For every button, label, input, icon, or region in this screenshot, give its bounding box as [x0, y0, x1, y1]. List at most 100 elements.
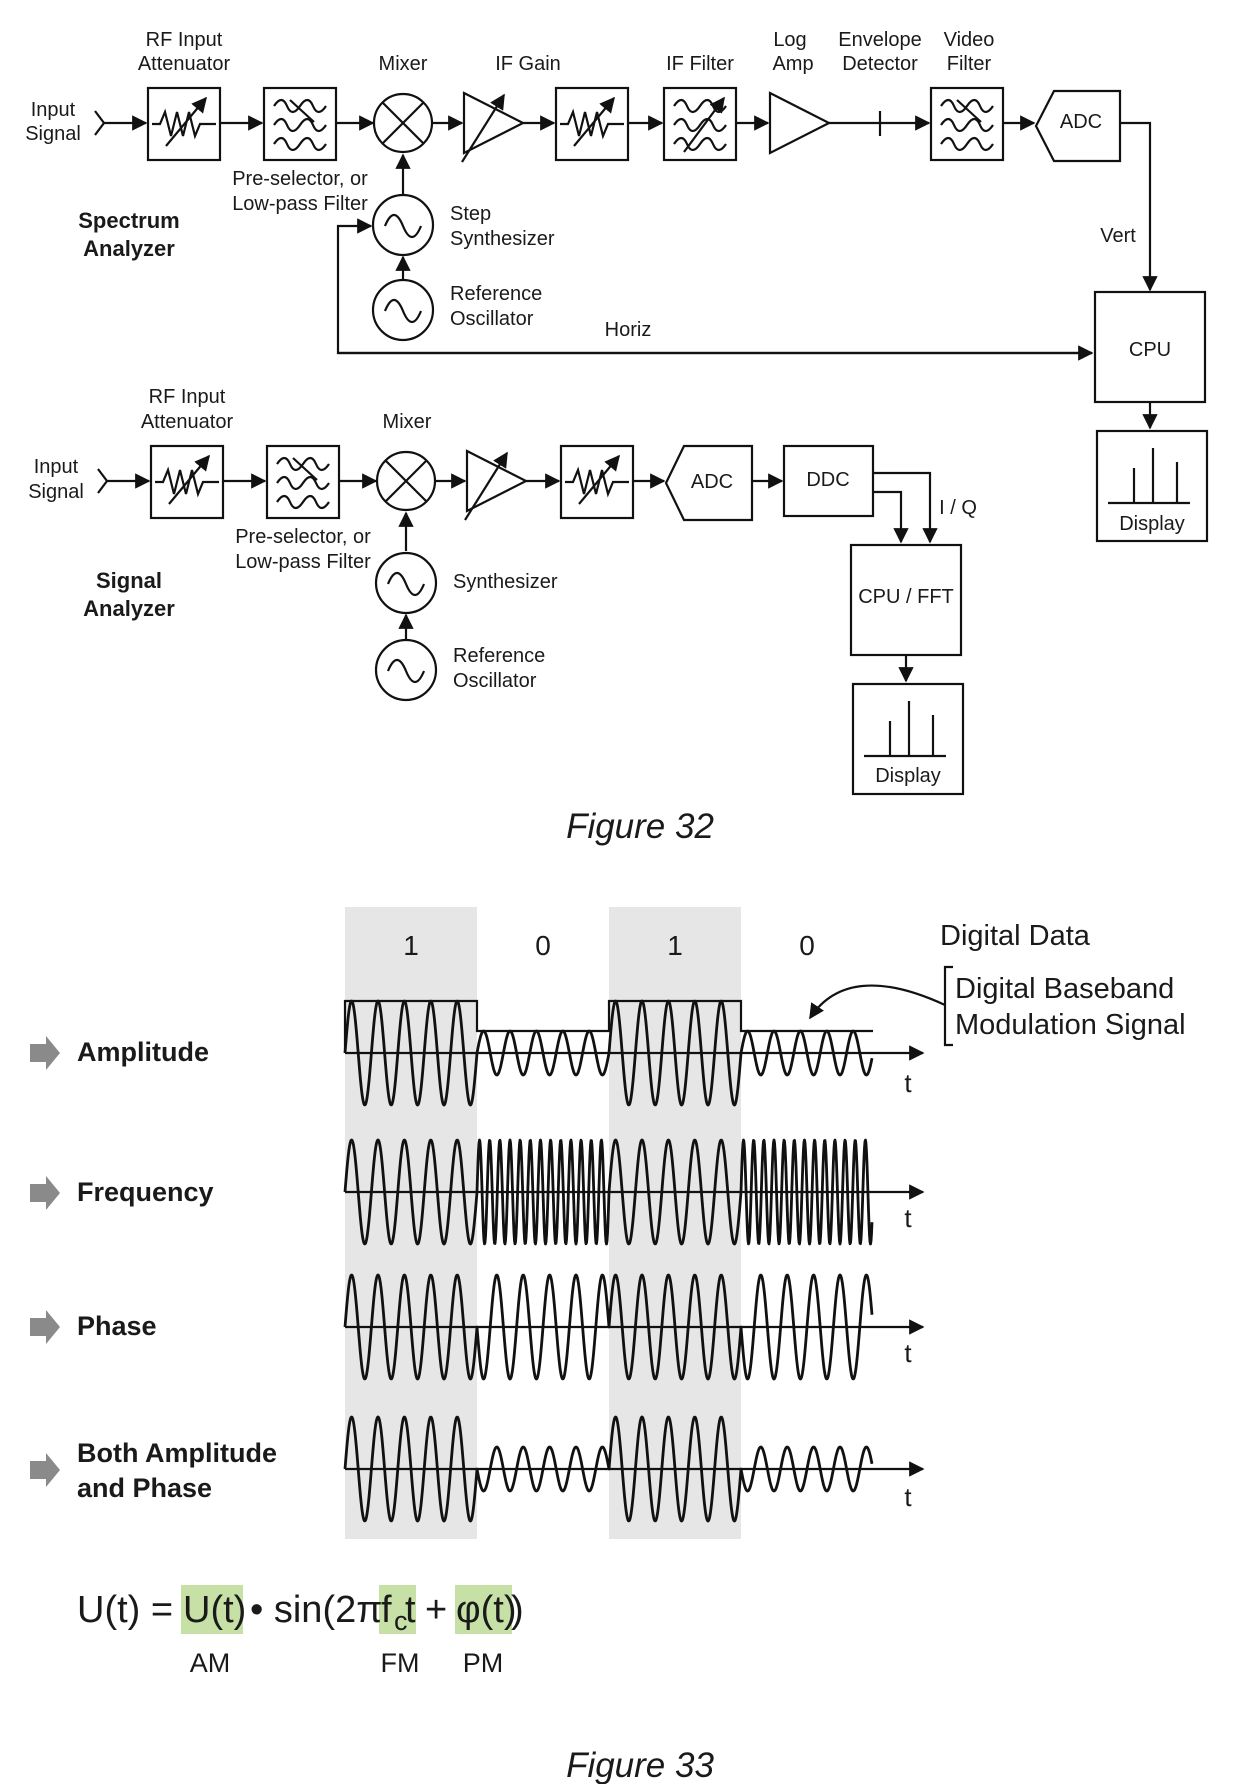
signal-ddc-label: DDC: [806, 469, 849, 491]
signal-iq-label: I / Q: [939, 497, 977, 519]
signal-input-label: Input: [34, 456, 79, 478]
signal-rf-attenuator-label-2: Attenuator: [141, 411, 234, 433]
bit-label: 0: [535, 930, 551, 961]
spectrum-step-synth-label: Step: [450, 203, 491, 225]
bit-label: 0: [799, 930, 815, 961]
equation-sin: • sin(2π: [250, 1589, 382, 1631]
spectrum-filter-wave-1: [273, 98, 327, 114]
spectrum-if-filter-label: IF Filter: [666, 53, 734, 75]
amplitude-waveform: [343, 999, 874, 1107]
phase-waveform: [343, 1273, 874, 1381]
signal-ref-osc-label-2: Oscillator: [453, 670, 537, 692]
equation-plus: +: [425, 1589, 447, 1631]
amplitude-label: Amplitude: [77, 1037, 209, 1067]
bit-label: 1: [403, 930, 419, 961]
signal-ref-osc-label: Reference: [453, 645, 545, 667]
frequency-label: Frequency: [77, 1177, 214, 1207]
spectrum-input-label-2: Signal: [25, 123, 81, 145]
baseband-bracket: [943, 965, 953, 1047]
signal-analyzer-title: Signal: [96, 568, 162, 593]
phase-t-label: t: [904, 1338, 912, 1368]
spectrum-rf-attenuator-label-2: Attenuator: [138, 53, 231, 75]
signal-analyzer-title-2: Analyzer: [83, 596, 175, 621]
digital-data-label: Digital Data: [940, 920, 1091, 952]
equation-am-label: AM: [190, 1648, 231, 1678]
phase-label: Phase: [77, 1311, 157, 1341]
spectrum-attenuator-resistor: [152, 108, 216, 140]
signal-i-wire: [873, 490, 909, 544]
spectrum-ref-osc-label-2: Oscillator: [450, 308, 534, 330]
equation-pm-label: PM: [463, 1648, 504, 1678]
spectrum-ref-osc-label: Reference: [450, 283, 542, 305]
signal-rf-attenuator-label: RF Input: [149, 386, 226, 408]
spectrum-envelope-detector-label-2: Detector: [842, 53, 918, 75]
spectrum-mixer-label: Mixer: [379, 53, 428, 75]
phase-arrow-icon: [30, 1310, 60, 1344]
signal-cpu-fft-label: CPU / FFT: [858, 586, 954, 608]
figure-32-caption: Figure 32: [566, 807, 714, 846]
spectrum-cpu-label: CPU: [1129, 339, 1171, 361]
signal-input-label-2: Signal: [28, 481, 84, 503]
spectrum-envelope-detector-label: Envelope: [838, 29, 921, 51]
equation-pm-term: φ(t): [456, 1589, 517, 1631]
both-amplitude-phase-label-2: and Phase: [77, 1473, 212, 1503]
signal-preselector-label: Pre-selector, or: [235, 526, 371, 548]
baseband-label-2: Modulation Signal: [955, 1009, 1186, 1041]
signal-analyzer-diagram: Input Signal RF Input Attenuator Mixer P…: [28, 386, 977, 796]
figure-33-caption: Figure 33: [566, 1746, 714, 1784]
spectrum-horiz-label: Horiz: [605, 319, 652, 341]
equation-fc-subscript: c: [394, 1606, 408, 1636]
signal-adc-label: ADC: [691, 471, 733, 493]
spectrum-analyzer-title: Spectrum: [78, 208, 179, 233]
equation-am-term: U(t): [183, 1589, 246, 1631]
pm-highlight: [455, 1585, 512, 1634]
signal-preselector-label-2: Low-pass Filter: [235, 551, 371, 573]
spectrum-adc-label: ADC: [1060, 111, 1102, 133]
bit-labels: 1 0 1 0: [403, 930, 815, 961]
spectrum-vert-label: Vert: [1100, 225, 1136, 247]
spectrum-display-label: Display: [1119, 513, 1185, 535]
both-amplitude-phase-t-label: t: [904, 1482, 912, 1512]
digital-baseband-line: [343, 999, 873, 1053]
equation-lhs: U(t) =: [77, 1589, 173, 1631]
am-highlight: [181, 1585, 243, 1634]
equation-fc-f: f: [381, 1589, 392, 1631]
spectrum-analyzer-title-2: Analyzer: [83, 236, 175, 261]
equation-t: t: [405, 1589, 416, 1631]
spectrum-vert-wire: [1120, 121, 1158, 292]
spectrum-attenuator-variable-arrow: [165, 96, 207, 147]
spectrum-adc-box: [1034, 89, 1122, 163]
spectrum-preselector-label-2: Low-pass Filter: [232, 193, 368, 215]
signal-q-wire: [873, 471, 938, 544]
spectrum-filter-wave-3: [273, 136, 327, 152]
fm-highlight: [379, 1585, 416, 1634]
both-amplitude-phase-waveform: [343, 1415, 874, 1523]
signal-ddc-box: [782, 444, 875, 518]
frequency-waveform: [343, 1138, 874, 1246]
spectrum-if-gain-label: IF Gain: [495, 53, 561, 75]
spectrum-log-amp: [768, 91, 832, 155]
spectrum-rf-attenuator-label: RF Input: [146, 29, 223, 51]
frequency-t-label: t: [904, 1203, 912, 1233]
baseband-label: Digital Baseband: [955, 973, 1174, 1005]
signal-adc-box: [664, 444, 754, 522]
spectrum-input-chevron: [94, 110, 106, 136]
equation-close: ): [511, 1589, 524, 1631]
spectrum-filter-wave-2: [273, 117, 327, 133]
baseband-pointer-arrow: [809, 984, 946, 1020]
signal-mixer-label: Mixer: [383, 411, 432, 433]
signal-display-label: Display: [875, 765, 941, 787]
spectrum-log-amp-label: Log: [773, 29, 806, 51]
spectrum-step-synth-label-2: Synthesizer: [450, 228, 555, 250]
signal-synth-label: Synthesizer: [453, 571, 558, 593]
both-amplitude-phase-label: Both Amplitude: [77, 1438, 277, 1468]
spectrum-video-filter-label-2: Filter: [947, 53, 992, 75]
spectrum-preselector-label: Pre-selector, or: [232, 168, 368, 190]
spectrum-cpu-box: [1093, 290, 1207, 404]
signal-cpu-fft-box: [849, 543, 963, 657]
bit-label: 1: [667, 930, 683, 961]
both-arrow-icon: [30, 1453, 60, 1487]
